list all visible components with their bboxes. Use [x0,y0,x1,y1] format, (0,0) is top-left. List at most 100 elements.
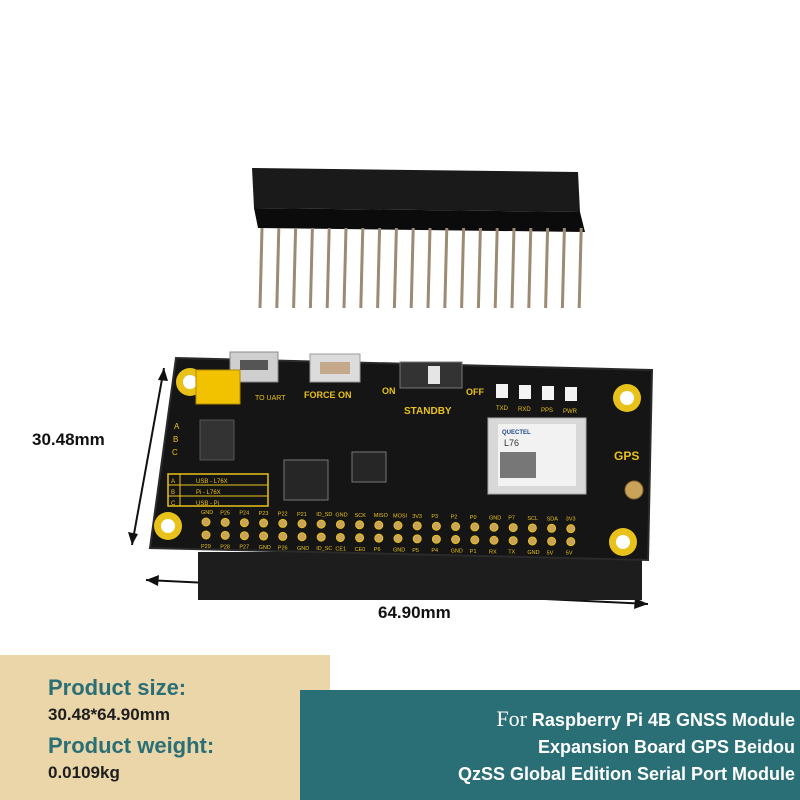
height-dimension: 30.48mm [32,430,105,449]
gpio-hole [489,535,499,545]
jumper-b-label: B [173,435,178,444]
header-pin [544,227,550,309]
gpio-pin-label: MOSI [393,514,408,520]
gpio-pin-label: 5V [547,550,554,556]
header-pin [392,227,398,309]
table-c-value: USB - Pi [196,501,219,507]
gpio-pin-label: P28 [220,544,230,550]
gpio-hole [431,521,441,531]
gpio-hole [470,522,480,532]
gpio-hole [259,518,269,528]
gpio-pin-label: P21 [297,512,307,518]
header-pin [258,227,264,309]
gpio-hole [355,520,365,530]
gpio-hole [412,534,422,544]
gpio-hole [566,524,576,534]
gpio-hole [489,522,499,532]
gpio-pin-label: P1 [470,549,477,555]
gpio-hole [201,530,211,540]
jumper-c-label: C [172,448,178,457]
gpio-hole [547,523,557,533]
description-lead: For [496,706,527,731]
table-b-value: Pi - L76X [196,490,221,496]
gpio-pin-label: RX [489,549,497,555]
standby-label: STANDBY [404,406,452,417]
led-rxd-label: RXD [518,407,531,413]
gpio-hole [527,523,537,533]
gpio-hole [335,532,345,542]
gpio-hole [220,530,230,540]
gpio-hole [316,532,326,542]
gpio-hole [259,531,269,541]
specs-panel [0,655,330,800]
gpio-pin-label: P4 [431,548,438,554]
pin-header [252,168,585,309]
product-description: For Raspberry Pi 4B GNSS Module Expansio… [335,705,795,788]
header-pin [560,227,566,309]
description-panel [300,690,800,800]
description-line-3: QzSS Global Edition Serial Port Module [457,764,795,784]
to-uart-label: TO UART [255,395,286,402]
header-pin [409,227,415,309]
gpio-hole [278,518,288,528]
description-line-2: Expansion Board GPS Beidou [537,737,795,757]
gpio-pin-label: ID_SC [316,546,332,552]
width-dimension: 64.90mm [378,603,451,622]
gpio-pin-label: P2 [451,515,458,521]
size-label: Product size: [48,675,187,700]
gpio-pin-label: GND [451,549,463,555]
description-line-1-text: Raspberry Pi 4B GNSS Module [531,710,795,730]
switch-on-label: ON [382,386,396,396]
gpio-pin-label: GND [527,550,539,556]
force-on-label: FORCE ON [304,390,352,400]
gpio-hole [297,532,307,542]
switch-off-label: OFF [466,387,484,397]
gpio-pin-label: SCL [527,516,538,522]
table-c-key: C [171,501,176,507]
gpio-pin-label: P29 [201,544,211,550]
gpio-pin-label: P5 [412,548,419,554]
gpio-pin-label: P6 [374,547,381,553]
header-pin [275,227,281,309]
gpio-pin-label: 5V [566,551,573,557]
board-underside [198,552,642,600]
gpio-hole [566,537,576,547]
description-line-1: For Raspberry Pi 4B GNSS Module [335,705,795,734]
header-pin [376,227,382,309]
gpio-hole [508,523,518,533]
info-banner: Product size: 30.48*64.90mm Product weig… [0,655,800,800]
gpio-pin-label: P0 [470,515,477,521]
gpio-hole [393,534,403,543]
gpio-hole [527,536,537,546]
gpio-pin-label: GND [201,510,213,516]
gpio-pin-label: SCK [355,513,367,519]
gpio-hole [220,517,230,527]
table-a-value: USB - L76X [196,479,228,485]
gpio-pin-label: TX [508,550,515,556]
gpio-hole [297,519,307,529]
size-value: 30.48*64.90mm [48,705,170,724]
header-pin [443,227,449,309]
gpio-pin-label: P22 [278,511,288,517]
gpio-pin-label: P7 [508,516,515,522]
led-pps-label: PPS [541,408,553,414]
led-pwr-label: PWR [563,409,578,415]
gpio-hole [451,535,461,545]
gpio-pin-label: P26 [278,545,288,551]
header-pin [308,227,314,309]
gpio-pin-label: P25 [220,510,230,516]
gpio-pin-label: ID_SD [316,512,332,518]
header-pin [426,227,432,309]
weight-value: 0.0109kg [48,763,120,782]
header-pin [359,227,365,309]
header-pin [527,227,533,309]
weight-label: Product weight: [48,733,215,758]
product-photo: TO UART FORCE ON ON OFF STANDBY TXD RXD … [32,168,654,622]
header-pin [577,227,583,309]
gpio-hole [374,520,384,530]
gpio-pin-label: SDA [547,516,559,522]
gps-board [148,351,654,562]
gpio-hole [508,536,518,546]
